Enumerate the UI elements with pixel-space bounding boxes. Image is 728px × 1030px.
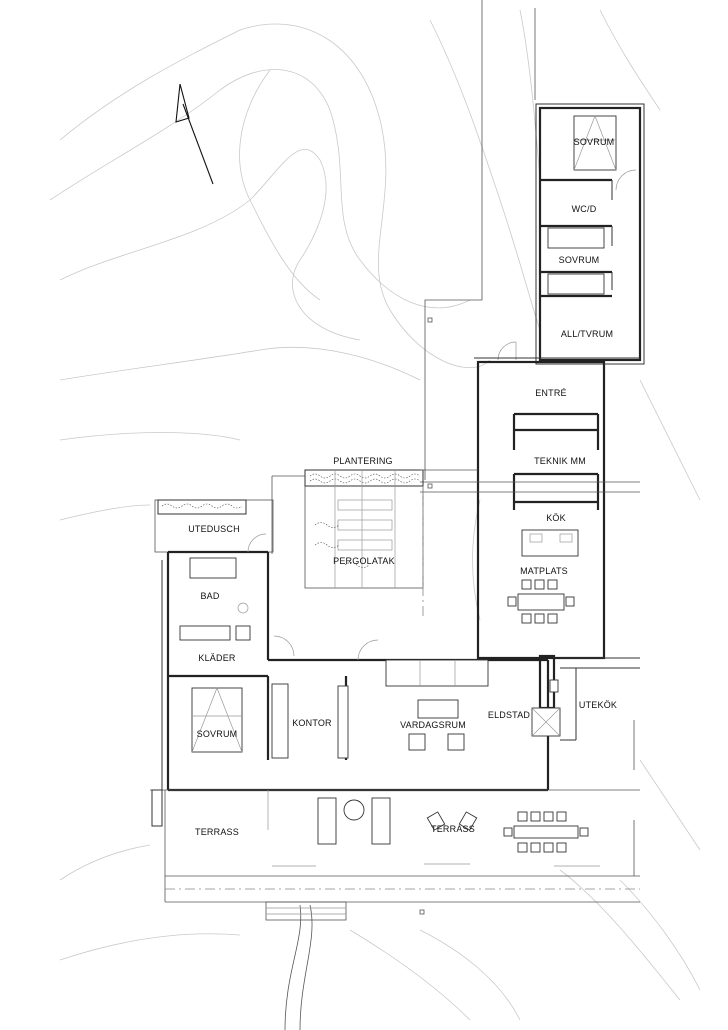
room-label-plantering: PLANTERING (333, 456, 393, 466)
room-label-sovrum-low: SOVRUM (197, 729, 238, 739)
room-label-teknik: TEKNIK MM (534, 456, 586, 466)
site-markers (419, 317, 433, 915)
room-label-kok: KÖK (546, 513, 566, 523)
room-label-kontor: KONTOR (292, 718, 332, 728)
room-label-sovrum-top: SOVRUM (574, 137, 615, 147)
room-label-utedusch: UTEDUSCH (188, 524, 240, 534)
room-label-pergolatak: PERGOLATAK (333, 556, 395, 566)
north-arrow-icon (175, 83, 214, 185)
room-label-sovrum-mid: SOVRUM (559, 255, 600, 265)
room-label-vardagsrum: VARDAGSRUM (400, 720, 466, 730)
room-label-matplats: MATPLATS (520, 566, 568, 576)
room-label-utekok: UTEKÖK (579, 700, 617, 710)
kitchen-block (420, 357, 640, 660)
site-lines (284, 0, 536, 1030)
bedroom-wing (497, 103, 645, 365)
terrain-contours (49, 9, 701, 1021)
room-label-bad: BAD (200, 591, 219, 601)
terrace (150, 789, 640, 921)
room-label-alltvrum: ALL/TVRUM (561, 329, 613, 339)
pergola (271, 469, 478, 620)
room-label-wcd: WC/D (572, 204, 597, 214)
room-label-klader: KLÄDER (198, 653, 236, 663)
room-label-entre: ENTRÉ (535, 388, 567, 398)
room-label-eldstad: ELDSTAD (488, 710, 531, 720)
west-wing (154, 499, 295, 790)
room-label-terrass-left: TERRASS (195, 827, 239, 837)
room-label-terrass-right: TERRASS (431, 824, 475, 834)
room-labels: SOVRUM WC/D SOVRUM ALL/TVRUM ENTRÉ PLANT… (188, 137, 617, 837)
